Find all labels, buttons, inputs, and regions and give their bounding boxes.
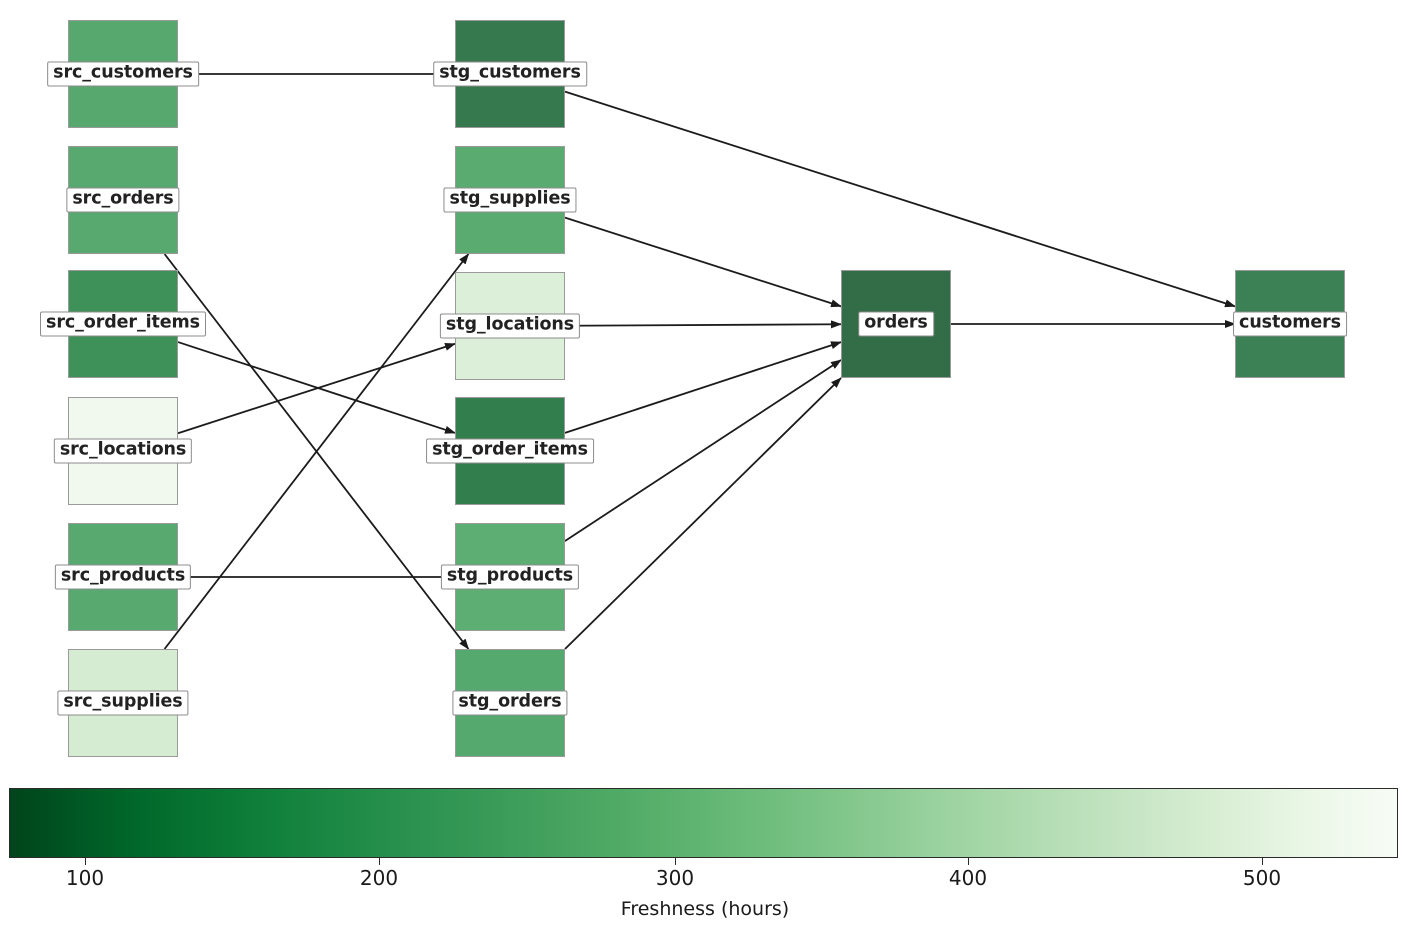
node-label-src_supplies: src_supplies xyxy=(57,690,189,716)
freshness-colorbar xyxy=(9,788,1398,858)
node-label-stg_customers: stg_customers xyxy=(433,61,587,87)
node-label-stg_orders: stg_orders xyxy=(452,690,568,716)
node-label-src_customers: src_customers xyxy=(47,61,199,87)
node-label-src_order_items: src_order_items xyxy=(40,311,206,337)
node-label-stg_products: stg_products xyxy=(440,564,580,590)
node-label-customers: customers xyxy=(1233,311,1347,337)
colorbar-tick-label-100: 100 xyxy=(65,866,105,890)
node-label-orders: orders xyxy=(858,311,934,337)
colorbar-tick-200 xyxy=(379,858,380,865)
node-label-stg_locations: stg_locations xyxy=(439,313,581,339)
node-label-src_products: src_products xyxy=(54,564,192,590)
node-label-stg_order_items: stg_order_items xyxy=(426,438,594,464)
node-label-stg_supplies: stg_supplies xyxy=(443,187,577,213)
node-label-src_orders: src_orders xyxy=(66,187,180,213)
colorbar-tick-label-300: 300 xyxy=(655,866,695,890)
colorbar-tick-label-400: 400 xyxy=(948,866,988,890)
colorbar-axis-label: Freshness (hours) xyxy=(620,898,790,920)
colorbar-tick-500 xyxy=(1262,858,1263,865)
colorbar-tick-100 xyxy=(85,858,86,865)
colorbar-tick-400 xyxy=(968,858,969,865)
colorbar-tick-label-500: 500 xyxy=(1242,866,1282,890)
colorbar-tick-label-200: 200 xyxy=(359,866,399,890)
colorbar-section: 100 200 300 400 500 Freshness (hours) xyxy=(0,780,1410,926)
node-label-src_locations: src_locations xyxy=(53,438,193,464)
colorbar-tick-300 xyxy=(675,858,676,865)
